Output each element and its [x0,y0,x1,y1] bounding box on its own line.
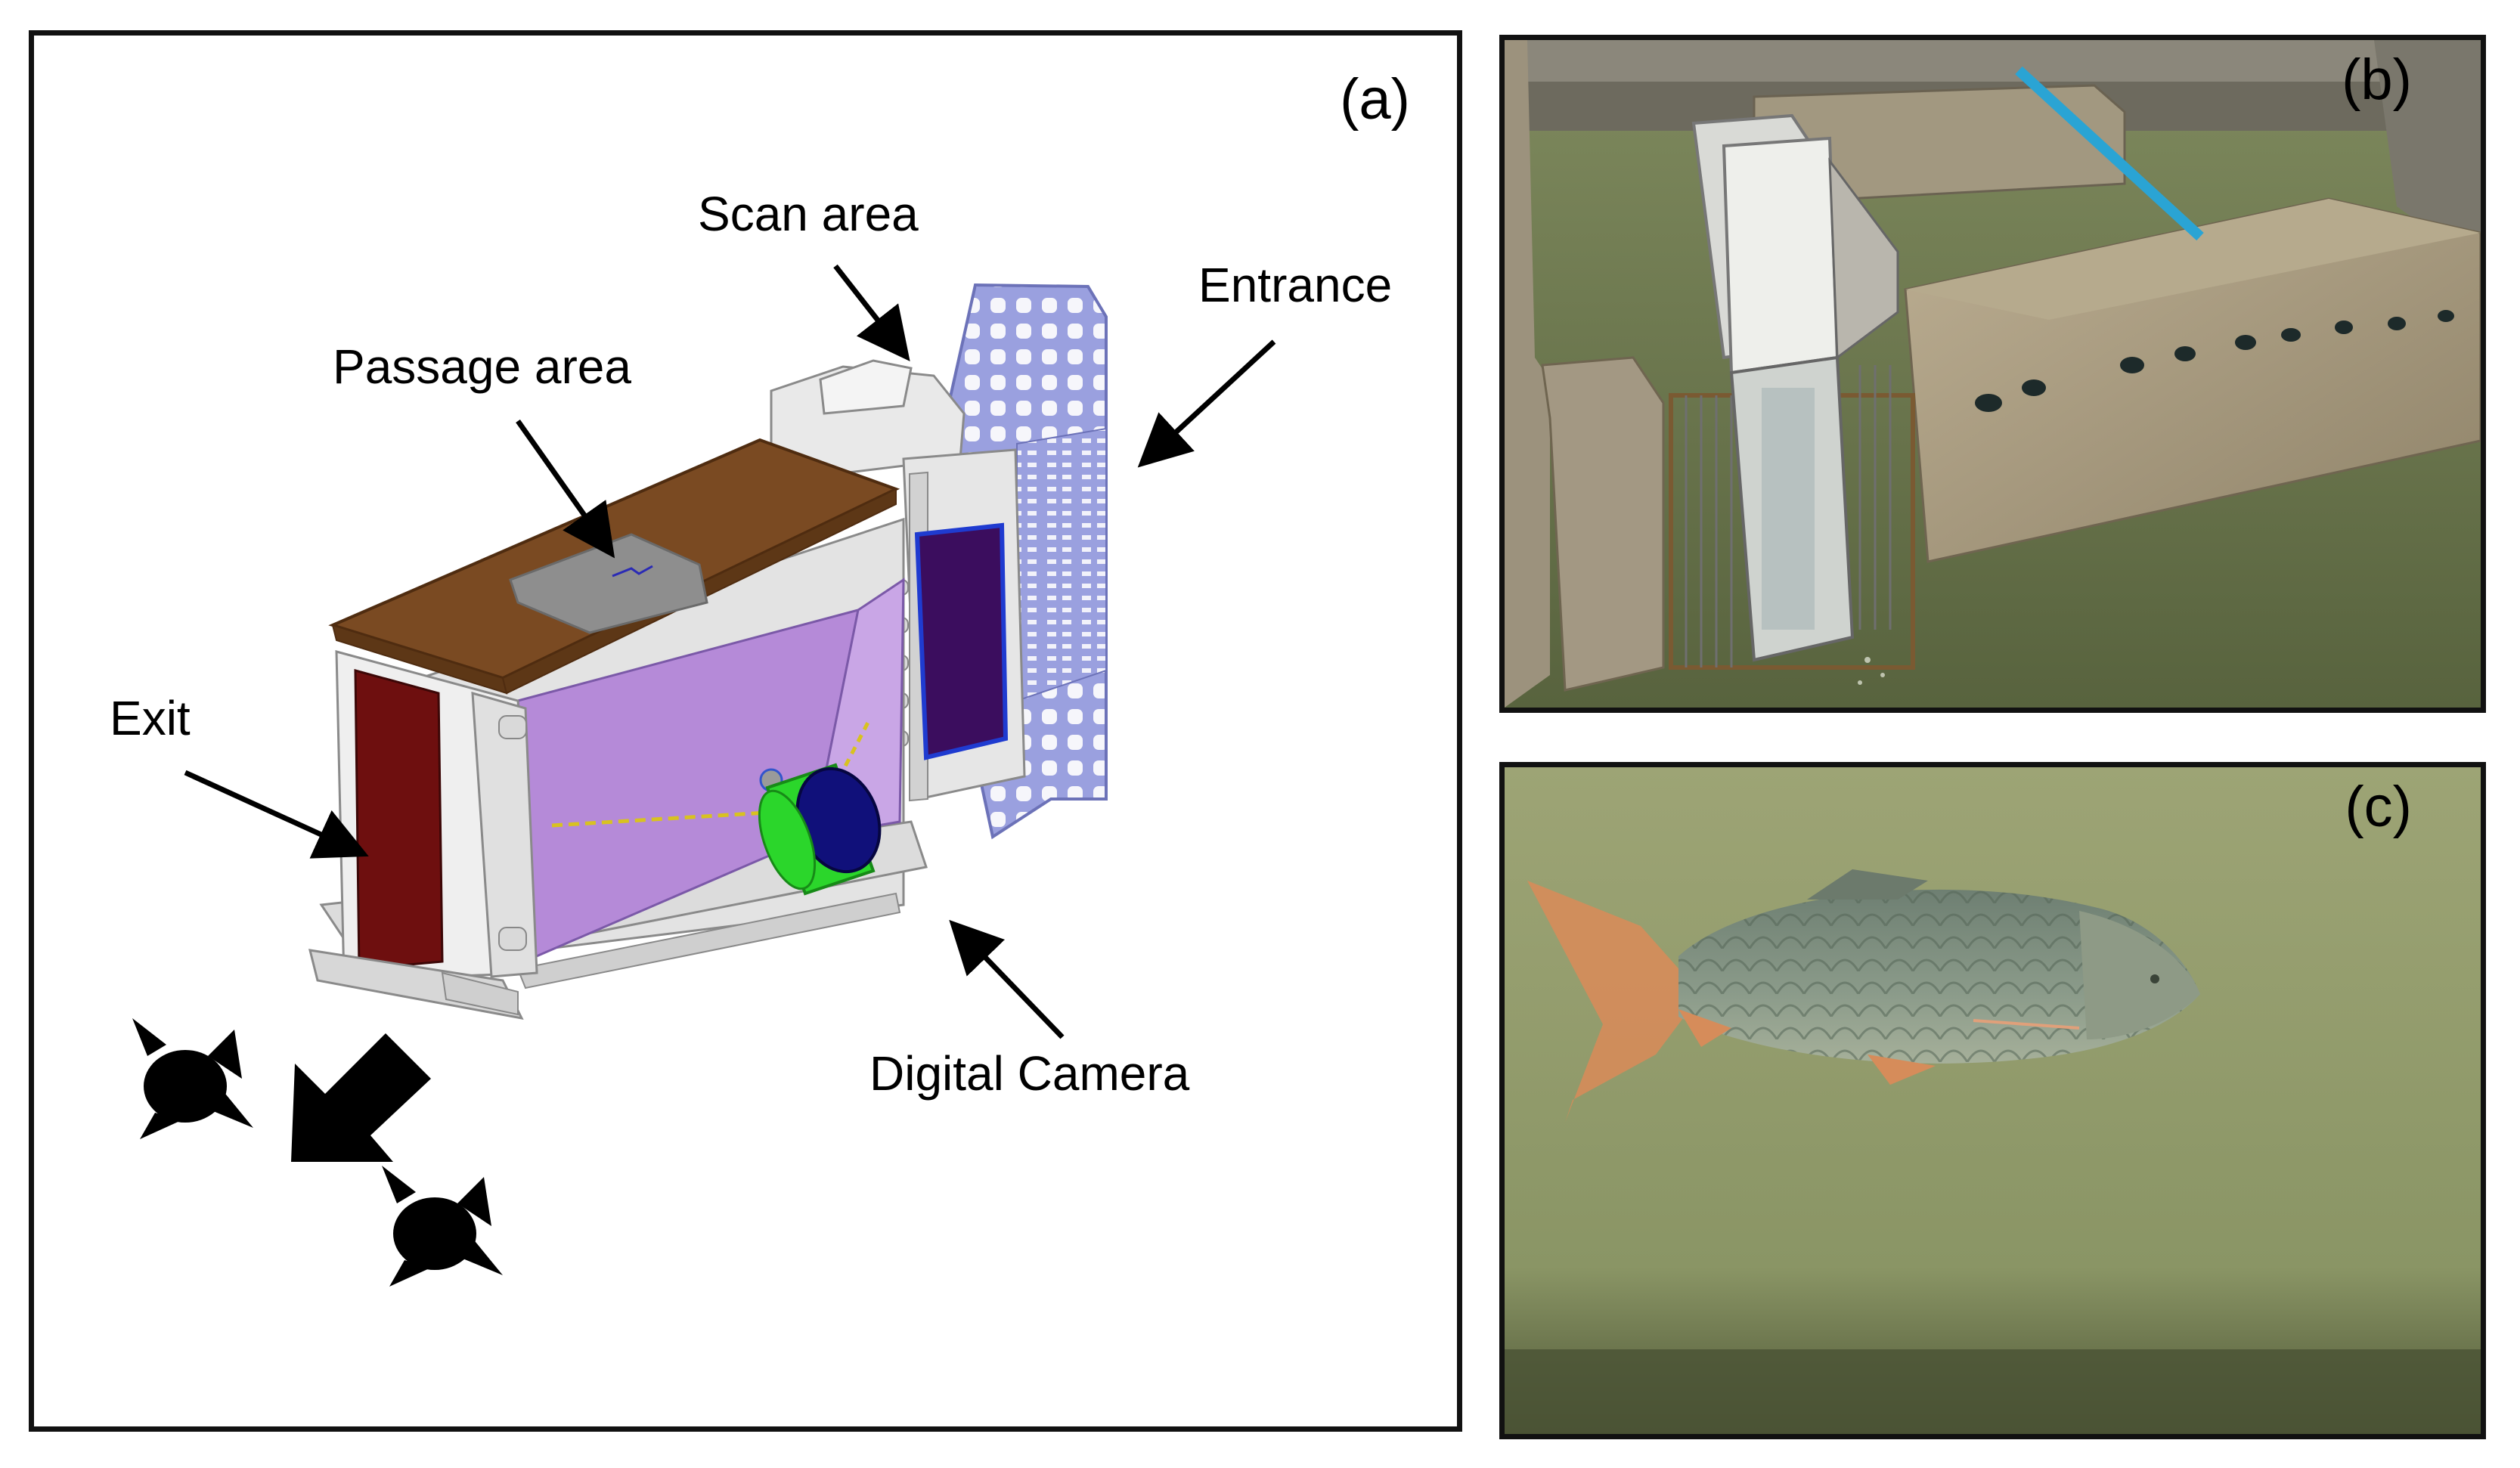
fish [1527,869,2200,1123]
panel-a-schematic: (a) Scan area Entrance Passage area Exit… [29,30,1462,1432]
exit-frame [308,650,538,1020]
fish-scanner-housing [1691,113,1899,662]
digital-camera-label: Digital Camera [869,1046,1190,1101]
exit-direction-arrow [291,1033,431,1162]
passage-area-label: Passage area [333,339,631,394]
panel-label-b: (b) [2342,48,2412,112]
panel-label-c: (c) [2345,775,2412,839]
exit-arrow [184,770,369,859]
panel-c-photo: (c) [1499,762,2486,1439]
fish-underwater-photo: (c) [1505,767,2481,1434]
passage-area-roof [328,438,900,695]
panel-label-a: (a) [1340,67,1410,132]
digital-camera [758,763,882,896]
scan-area-arrow [833,264,910,362]
digital-camera-arrow [949,919,1065,1039]
exit-label: Exit [110,691,191,745]
fish-silhouette-1 [132,1018,253,1139]
entrance-arrow [1137,339,1276,468]
scan-area-label: Scan area [698,187,919,241]
cage [1669,365,1915,670]
panel-b-photo: (b) [1499,35,2486,713]
entrance-label: Entrance [1198,258,1392,312]
scan-area-box [770,359,966,479]
fish-silhouette-2 [382,1166,503,1287]
blue-pipe [2015,66,2204,241]
installation-photo: (b) [1505,40,2481,708]
schematic-drawing: (a) Scan area Entrance Passage area Exit… [110,67,1410,1287]
passage-area-arrow [516,419,615,559]
leader-arrows [184,264,1276,1039]
